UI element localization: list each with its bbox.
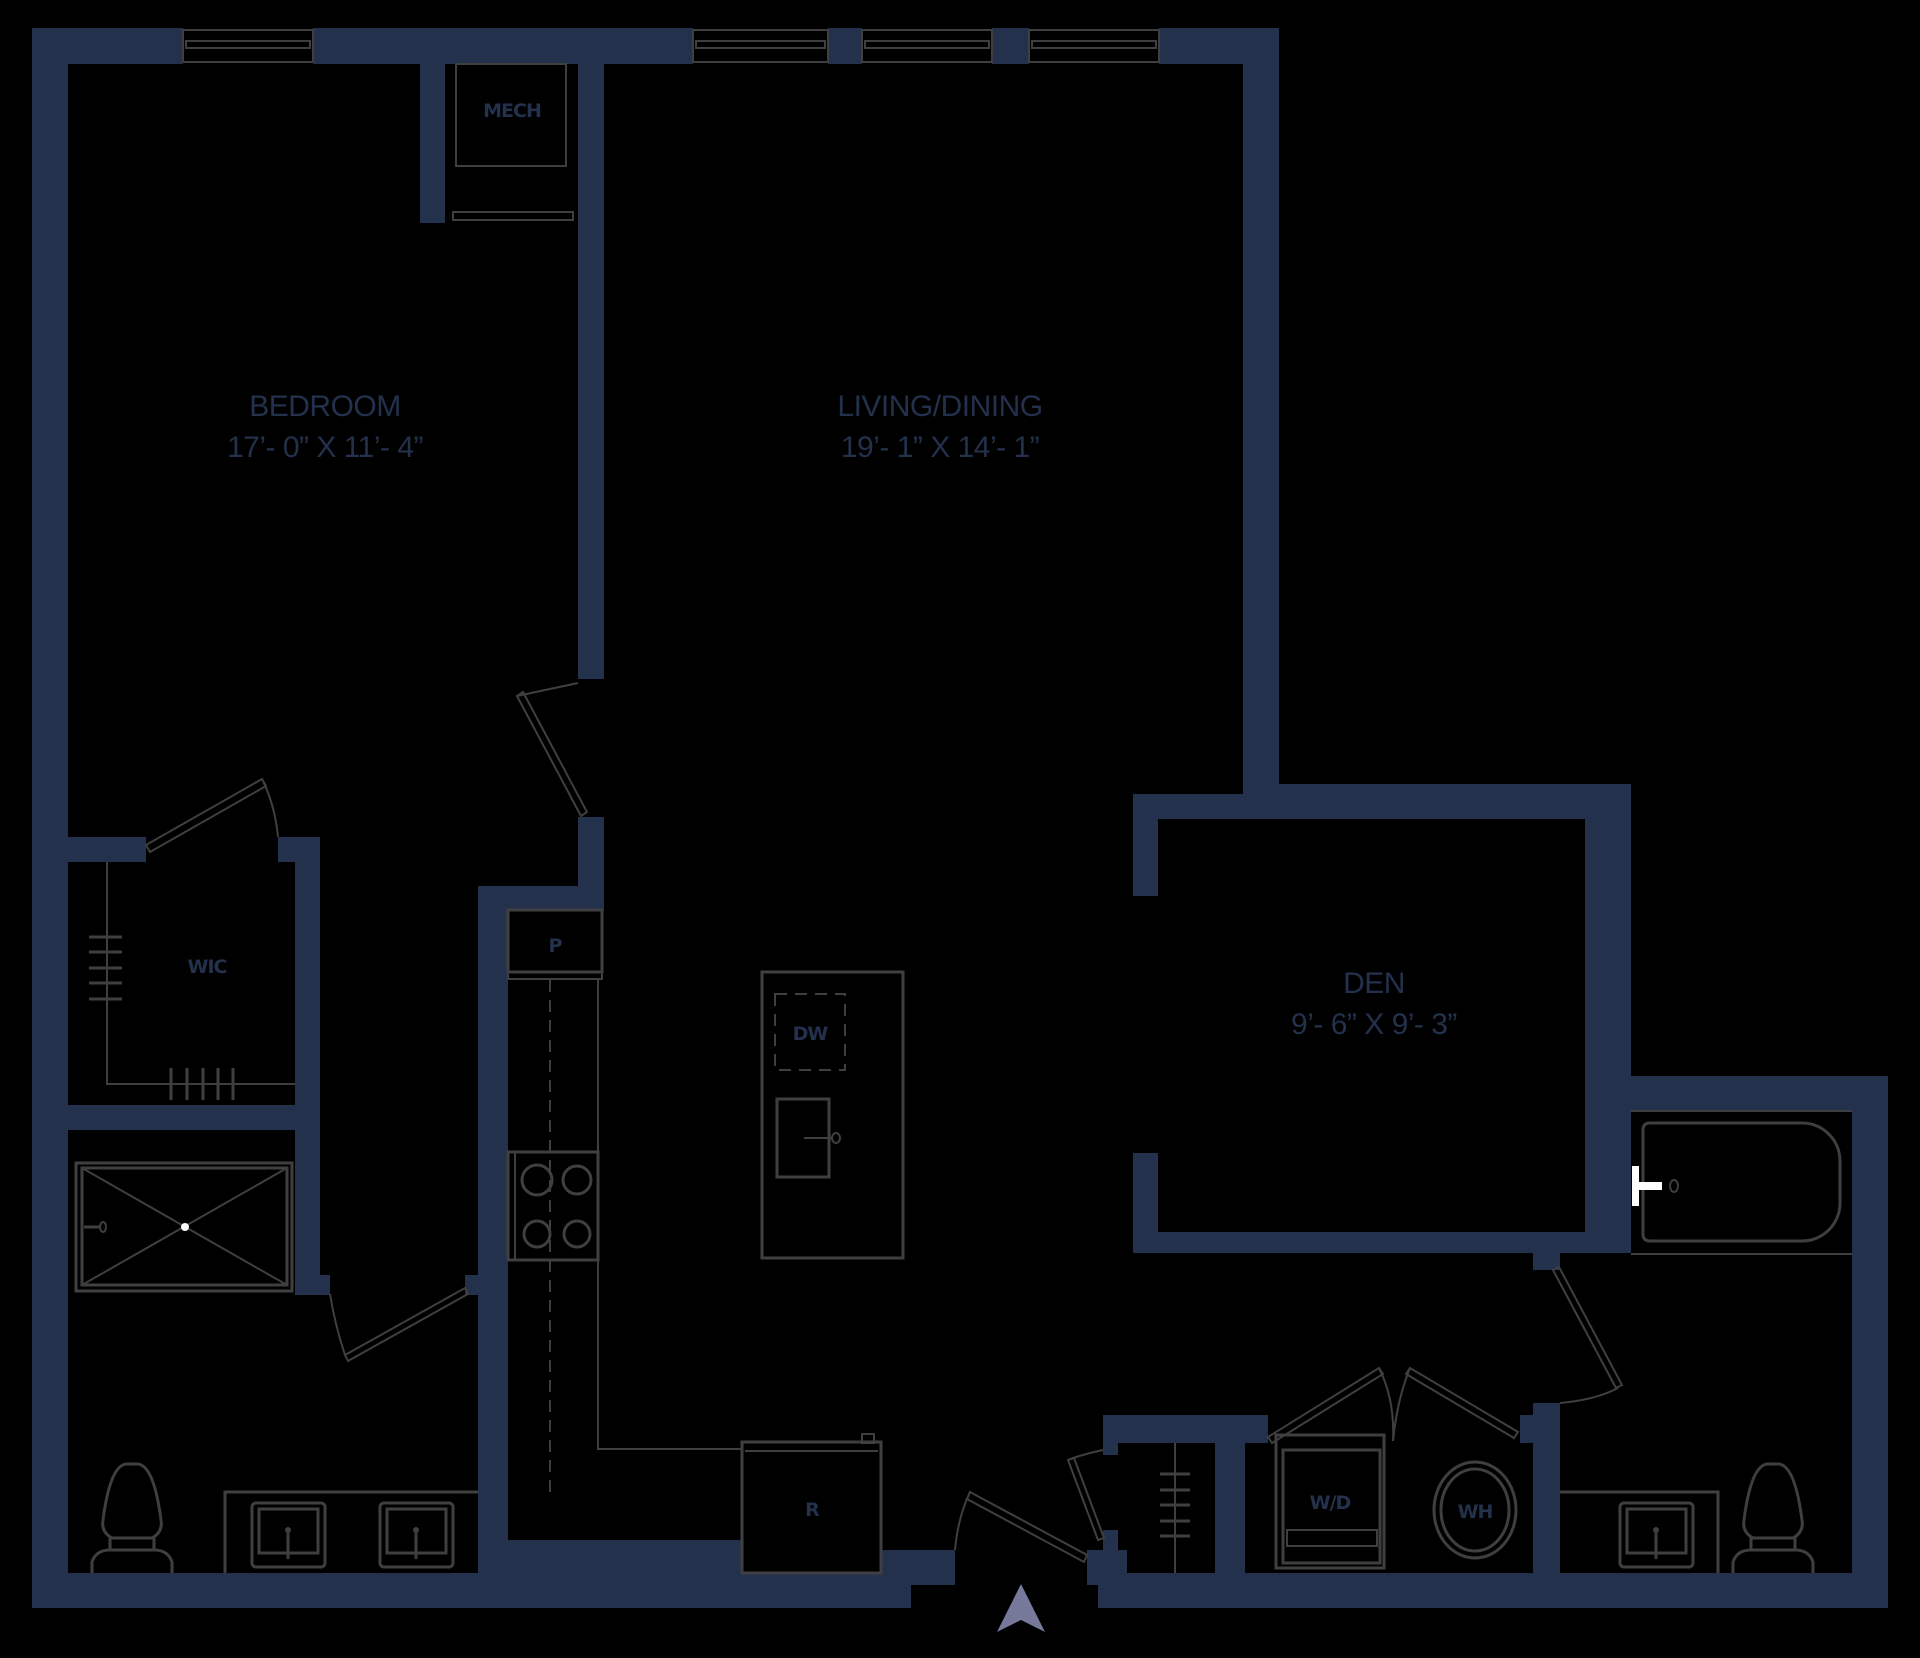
room-den: DEN 9’- 6” X 9’- 3”	[1291, 967, 1457, 1041]
fixtures: MECH WIC	[74, 63, 1852, 1575]
vanity-right	[1560, 1490, 1720, 1573]
door-wic[interactable]	[144, 777, 279, 854]
room-den-dimensions: 9’- 6” X 9’- 3”	[1291, 1008, 1457, 1041]
door-mech[interactable]	[452, 211, 574, 221]
room-living-dining: LIVING/DINING 19’- 1” X 14’- 1”	[837, 390, 1043, 464]
water-heater-label: WH	[1458, 1501, 1493, 1523]
refrigerator-label: R	[805, 1499, 820, 1521]
room-bedroom-dimensions: 17’- 0” X 11’- 4”	[227, 431, 423, 464]
bathtub	[1631, 1110, 1852, 1255]
door-bath-left[interactable]	[329, 1286, 470, 1363]
wic-label: WIC	[188, 956, 227, 978]
toilet-right	[1731, 1462, 1815, 1573]
window-living-2	[861, 28, 993, 64]
water-heater	[1432, 1460, 1518, 1560]
mech-unit	[455, 63, 567, 167]
north-entry-arrow-icon	[997, 1584, 1045, 1632]
room-living-dimensions: 19’- 1” X 14’- 1”	[841, 431, 1039, 464]
closet-shelving	[1160, 1443, 1190, 1573]
washer-dryer-label: W/D	[1310, 1492, 1351, 1514]
door-closet[interactable]	[1066, 1449, 1106, 1542]
shower	[74, 1161, 294, 1293]
room-bedroom: BEDROOM 17’- 0” X 11’- 4”	[227, 390, 424, 464]
refrigerator	[740, 1433, 883, 1575]
room-living-name: LIVING/DINING	[837, 390, 1042, 423]
door-bath-right[interactable]	[1551, 1265, 1624, 1404]
door-laundry[interactable]	[1266, 1366, 1520, 1445]
pantry-label: P	[549, 935, 563, 957]
door-entry[interactable]	[954, 1490, 1089, 1564]
vanity-left	[223, 1490, 478, 1573]
room-bedroom-name: BEDROOM	[249, 390, 401, 423]
window-living-3	[1028, 28, 1160, 64]
washer-dryer	[1274, 1433, 1386, 1570]
pantry	[506, 908, 604, 980]
room-den-name: DEN	[1343, 967, 1405, 1000]
kitchen-counter	[506, 979, 742, 1494]
dishwasher-label: DW	[793, 1023, 829, 1045]
window-bedroom	[182, 28, 314, 64]
door-bedroom[interactable]	[515, 682, 589, 818]
toilet-left	[90, 1462, 174, 1573]
windows	[182, 28, 1160, 64]
mech-label: MECH	[483, 100, 541, 122]
window-living-1	[692, 28, 829, 64]
kitchen-island	[760, 970, 905, 1260]
walls	[32, 28, 1888, 1608]
wic-shelving	[89, 862, 295, 1100]
room-labels: BEDROOM 17’- 0” X 11’- 4” LIVING/DINING …	[227, 390, 1457, 1041]
doors	[144, 211, 1624, 1564]
